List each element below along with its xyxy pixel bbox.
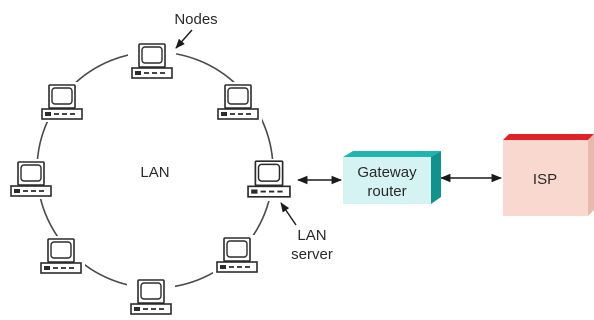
node-top[interactable] (128, 41, 176, 81)
node-right-server[interactable] (244, 159, 294, 201)
lan-server-label-line1: LAN (297, 227, 326, 244)
node-upper-left[interactable] (38, 82, 86, 122)
node-lower-right[interactable] (213, 235, 261, 275)
nodes-pointer-arrow (175, 29, 193, 49)
lan-server-pointer-arrow (280, 202, 297, 226)
isp-label: ISP (533, 171, 557, 188)
node-upper-right[interactable] (214, 82, 262, 122)
node-left[interactable] (7, 159, 55, 199)
gateway-router-side-face (431, 151, 441, 204)
lan-label: LAN (140, 164, 169, 181)
node-bottom[interactable] (127, 277, 175, 320)
gateway-router-box[interactable]: Gateway router (343, 151, 441, 204)
gateway-router-label-line1: Gateway (357, 164, 417, 181)
nodes-label: Nodes (174, 11, 217, 28)
gateway-router-top-face (343, 151, 441, 157)
lan-server-label-line2: server (291, 246, 333, 263)
gateway-router-front-face (343, 157, 431, 204)
isp-top-face (503, 134, 594, 140)
isp-side-face (588, 134, 594, 216)
gateway-router-label-line2: router (367, 183, 406, 200)
isp-box[interactable]: ISP (503, 134, 594, 216)
isp-front-face (503, 140, 588, 216)
node-lower-left[interactable] (37, 236, 85, 276)
